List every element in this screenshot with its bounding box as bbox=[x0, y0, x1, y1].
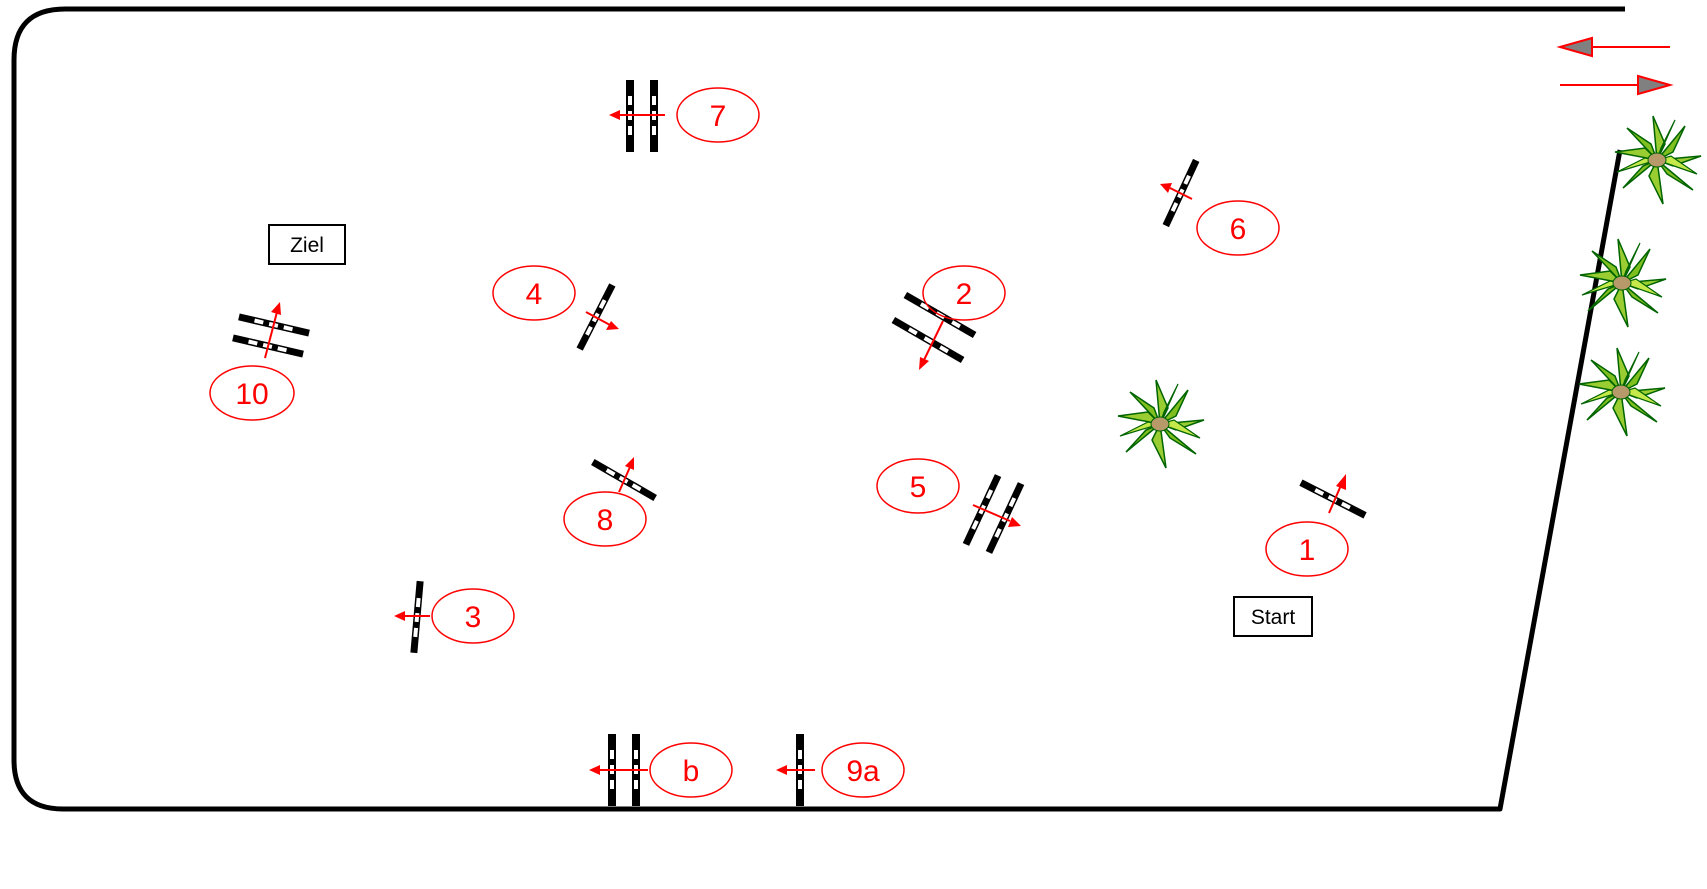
jump-number-6: 6 bbox=[1197, 201, 1279, 255]
svg-text:Ziel: Ziel bbox=[290, 234, 324, 257]
finish-label: Ziel bbox=[269, 225, 345, 264]
jump-number-8: 8 bbox=[564, 492, 646, 546]
svg-text:3: 3 bbox=[465, 601, 482, 634]
svg-text:2: 2 bbox=[956, 278, 973, 311]
plant-icon bbox=[1118, 380, 1204, 468]
jump-number-9b: b bbox=[650, 743, 732, 797]
svg-text:8: 8 bbox=[597, 504, 614, 537]
jump-number-1: 1 bbox=[1266, 522, 1348, 576]
svg-text:5: 5 bbox=[910, 471, 927, 504]
jump-number-3: 3 bbox=[432, 589, 514, 643]
svg-text:9a: 9a bbox=[846, 755, 880, 788]
jump-9b bbox=[589, 734, 648, 806]
svg-text:7: 7 bbox=[710, 100, 727, 133]
jump-number-9a: 9a bbox=[822, 743, 904, 797]
jump-10 bbox=[232, 302, 310, 358]
jump-6 bbox=[1160, 159, 1199, 227]
jump-number-10: 10 bbox=[210, 366, 294, 420]
jump-4 bbox=[577, 283, 619, 350]
svg-text:Start: Start bbox=[1251, 606, 1296, 629]
start-label: Start bbox=[1234, 597, 1312, 636]
svg-text:10: 10 bbox=[235, 378, 268, 411]
svg-text:6: 6 bbox=[1230, 213, 1247, 246]
jump-1 bbox=[1299, 474, 1366, 518]
svg-text:b: b bbox=[683, 755, 700, 788]
plant-icon bbox=[1615, 116, 1701, 204]
jump-number-7: 7 bbox=[677, 88, 759, 142]
jump-number-2: 2 bbox=[923, 266, 1005, 320]
jump-number-4: 4 bbox=[493, 266, 575, 320]
jump-7 bbox=[609, 80, 665, 152]
svg-text:1: 1 bbox=[1299, 534, 1316, 567]
direction-arrow-left bbox=[1560, 38, 1670, 56]
jump-number-5: 5 bbox=[877, 459, 959, 513]
plant-icon bbox=[1579, 348, 1665, 436]
jump-9a bbox=[776, 734, 815, 806]
jump-3 bbox=[394, 581, 430, 653]
jump-5 bbox=[963, 474, 1024, 554]
direction-arrow-right bbox=[1560, 76, 1670, 94]
plant-icon bbox=[1580, 239, 1666, 327]
svg-text:4: 4 bbox=[526, 278, 543, 311]
